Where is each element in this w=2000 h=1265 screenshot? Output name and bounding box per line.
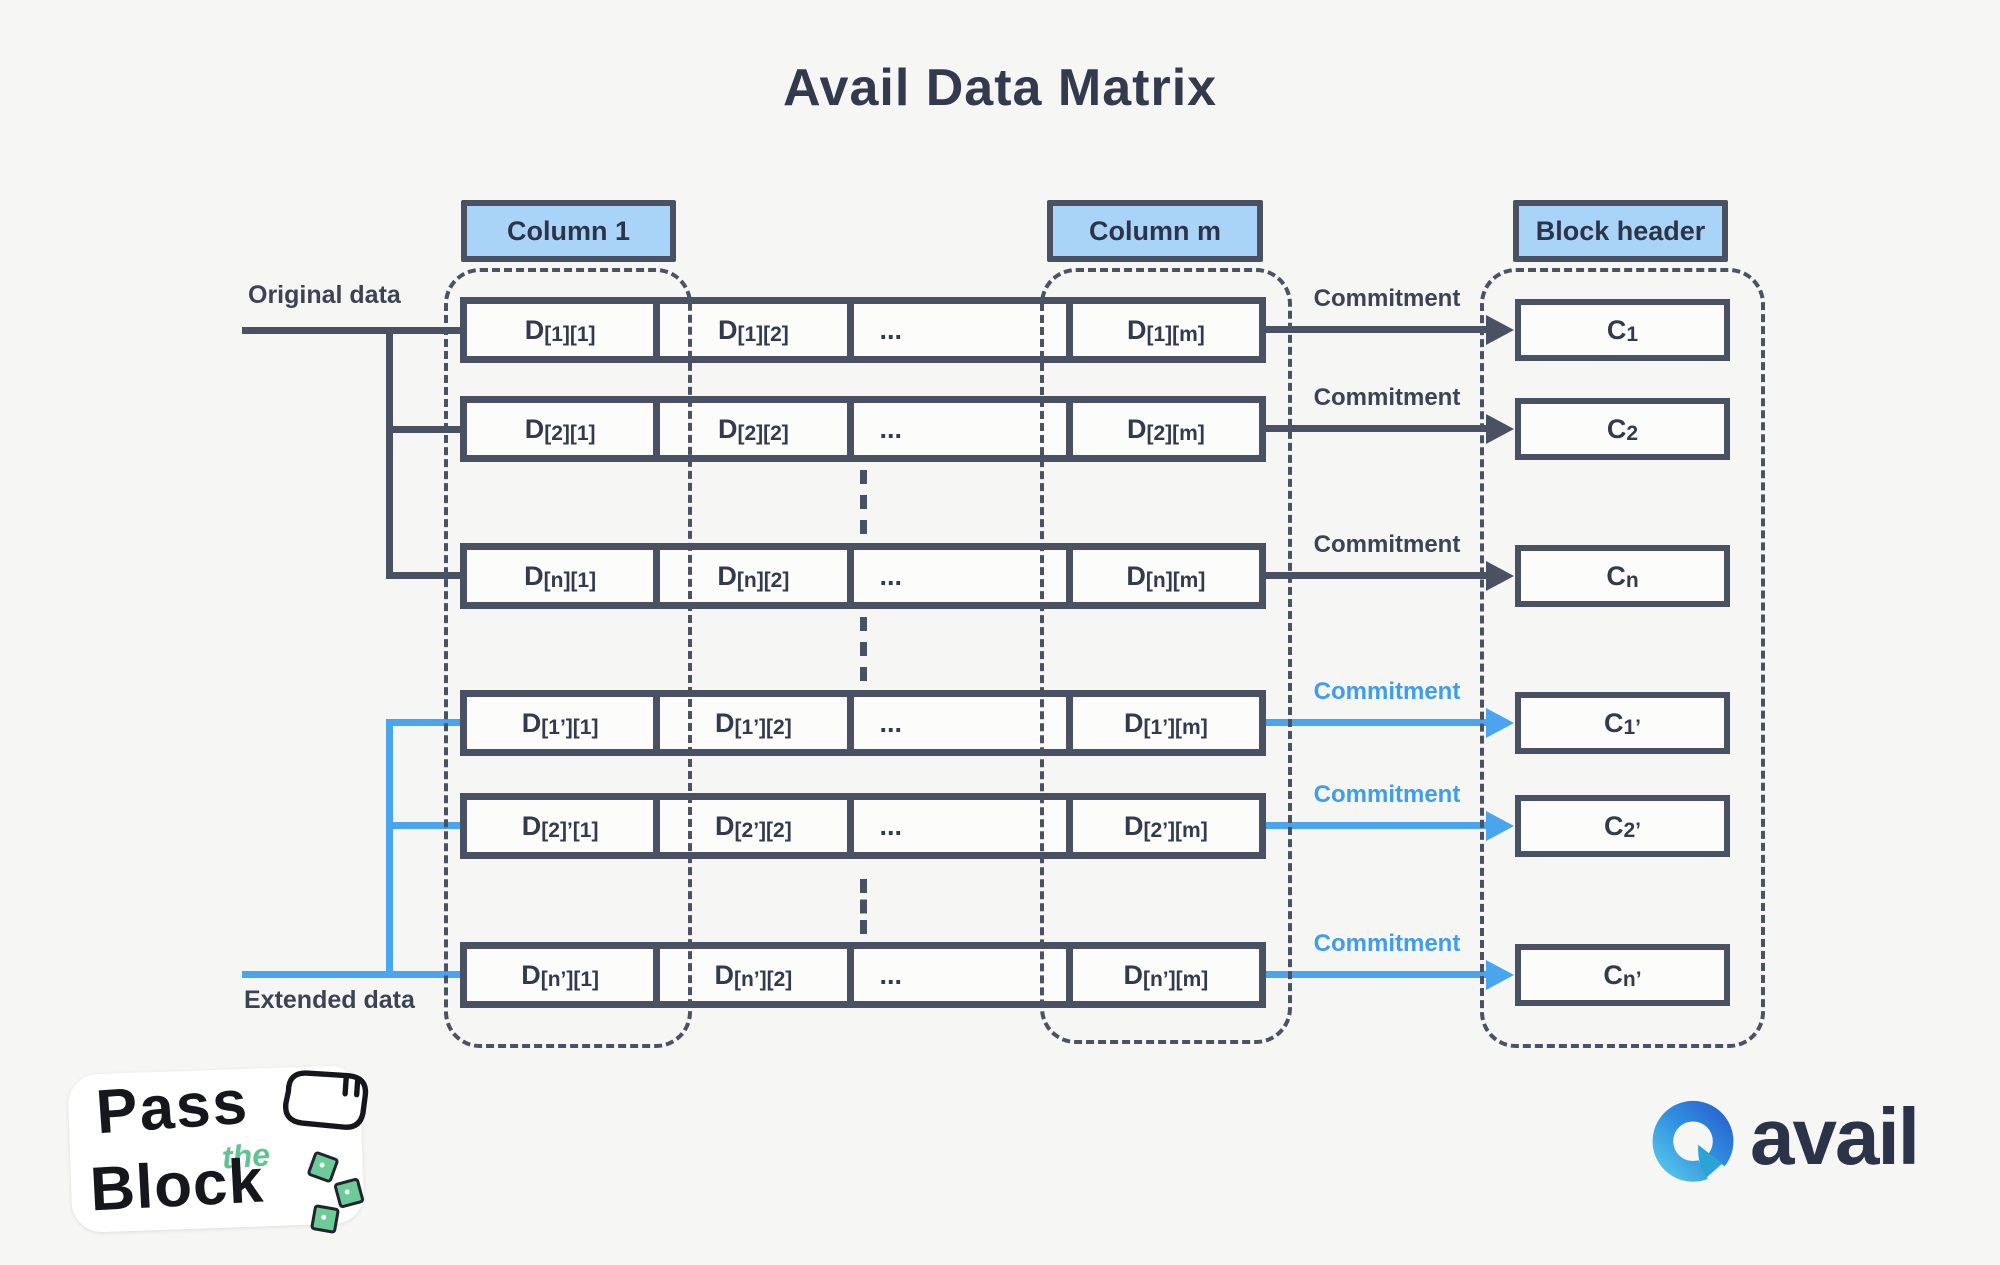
matrix-cell: D[2][2] xyxy=(653,403,846,455)
connector-line xyxy=(386,572,460,579)
connector-line xyxy=(242,327,460,334)
matrix-cell-ellipsis: ... xyxy=(846,949,1066,1001)
arrowhead-icon xyxy=(1486,414,1514,444)
matrix-cell: D[n’][2] xyxy=(653,949,846,1001)
rows-ellipsis xyxy=(860,617,867,681)
commitment-arrow xyxy=(1264,719,1486,726)
dice-icon xyxy=(309,1203,341,1235)
matrix-cell: D[n][1] xyxy=(524,560,597,593)
matrix-cell-ellipsis: ... xyxy=(846,403,1066,455)
matrix-cell-ellipsis: ... xyxy=(846,800,1066,852)
commitment-arrow xyxy=(1264,572,1486,579)
matrix-cell: D[n’][m] xyxy=(1065,949,1259,1001)
commitment-label: Commitment xyxy=(1313,531,1461,558)
matrix-cell: D[2’][m] xyxy=(1065,800,1259,852)
commitment-label: Commitment xyxy=(1313,930,1461,957)
arrowhead-icon xyxy=(1486,315,1514,345)
logo-word-block: Block xyxy=(88,1146,266,1225)
avail-wordmark: avail xyxy=(1750,1092,1920,1181)
original-data-label: Original data xyxy=(248,281,401,309)
column-m-header: Column m xyxy=(1047,200,1263,262)
matrix-row-n-prime: D[n’][1] D[n’][2] ... D[n’][m] xyxy=(460,942,1266,1008)
commitment-arrow xyxy=(1264,971,1486,978)
block-header-outline xyxy=(1480,268,1765,1048)
matrix-cell: D[2]’[1] xyxy=(521,810,599,843)
connector-line xyxy=(386,426,460,433)
matrix-cell: D[n][2] xyxy=(653,550,846,602)
rows-ellipsis xyxy=(860,470,867,534)
commitment-label: Commitment xyxy=(1313,285,1461,312)
matrix-cell-ellipsis: ... xyxy=(846,697,1066,749)
avail-logo: avail xyxy=(1650,1092,1920,1186)
connector-line xyxy=(386,719,393,978)
page-title: Avail Data Matrix xyxy=(782,59,1218,117)
arrowhead-icon xyxy=(1486,561,1514,591)
arrowhead-icon xyxy=(1486,960,1514,990)
block-header-header: Block header xyxy=(1513,200,1728,262)
connector-line xyxy=(242,971,460,978)
connector-line xyxy=(386,822,460,829)
matrix-cell: D[n][m] xyxy=(1065,550,1259,602)
matrix-cell: D[1’][1] xyxy=(521,707,599,740)
matrix-cell: D[1’][m] xyxy=(1065,697,1259,749)
connector-line xyxy=(386,327,393,579)
matrix-row-2: D[2][1] D[2][2] ... D[2][m] xyxy=(460,396,1266,462)
column-1-outline xyxy=(444,268,692,1048)
logo-word-pass: Pass xyxy=(93,1067,252,1148)
matrix-cell: D[1][m] xyxy=(1065,304,1259,356)
matrix-row-1-prime: D[1’][1] D[1’][2] ... D[1’][m] xyxy=(460,690,1266,756)
extended-data-label: Extended data xyxy=(244,986,415,1014)
arrowhead-icon xyxy=(1486,811,1514,841)
matrix-cell: D[2][1] xyxy=(524,413,596,446)
avail-mark-icon xyxy=(1652,1100,1734,1182)
matrix-cell: D[2’][2] xyxy=(653,800,846,852)
pass-the-block-logo: Pass the Block xyxy=(67,1058,380,1243)
commitment-label: Commitment xyxy=(1313,781,1461,808)
column-1-header: Column 1 xyxy=(461,200,676,262)
matrix-cell: D[n’][1] xyxy=(521,959,600,992)
matrix-row-1: D[1][1] D[1][2] ... D[1][m] xyxy=(460,297,1266,363)
matrix-cell: D[1][1] xyxy=(524,314,596,347)
matrix-cell: D[1’][2] xyxy=(653,697,846,749)
matrix-cell: D[1][2] xyxy=(653,304,846,356)
commitment-label: Commitment xyxy=(1313,678,1461,705)
commitment-arrow xyxy=(1264,822,1486,829)
matrix-cell-ellipsis: ... xyxy=(846,304,1066,356)
matrix-row-n: D[n][1] D[n][2] ... D[n][m] xyxy=(460,543,1266,609)
commitment-arrow xyxy=(1264,425,1486,432)
connector-line xyxy=(386,719,460,726)
matrix-cell-ellipsis: ... xyxy=(846,550,1066,602)
commitment-arrow xyxy=(1264,326,1486,333)
rows-ellipsis xyxy=(860,879,867,934)
fist-icon xyxy=(283,1070,369,1130)
arrowhead-icon xyxy=(1486,708,1514,738)
matrix-cell: D[2][m] xyxy=(1065,403,1259,455)
column-m-outline xyxy=(1040,268,1292,1044)
commitment-label: Commitment xyxy=(1313,384,1461,411)
matrix-row-2-prime: D[2]’[1] D[2’][2] ... D[2’][m] xyxy=(460,793,1266,859)
